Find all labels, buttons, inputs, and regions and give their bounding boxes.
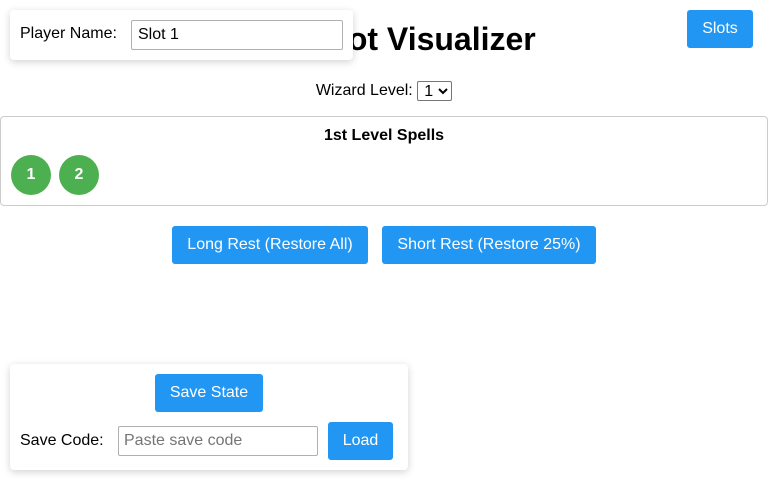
spell-level-section: 1st Level Spells 1 2: [0, 116, 768, 206]
wizard-level-label: Wizard Level:: [315, 82, 413, 99]
spell-slot[interactable]: 1: [11, 155, 51, 195]
player-name-input[interactable]: [131, 20, 343, 50]
slots-button[interactable]: Slots: [687, 10, 753, 48]
save-panel: Save State Save Code: Load: [10, 364, 408, 470]
spell-level-heading: 1st Level Spells: [323, 127, 445, 144]
save-code-input[interactable]: [118, 426, 318, 456]
spell-slot[interactable]: 2: [59, 155, 99, 195]
load-button[interactable]: Load: [328, 422, 393, 460]
player-name-panel: Player Name:: [10, 10, 353, 60]
save-state-button[interactable]: Save State: [155, 374, 263, 412]
player-name-label: Player Name:: [20, 25, 117, 42]
short-rest-button[interactable]: Short Rest (Restore 25%): [382, 226, 596, 264]
wizard-level-select[interactable]: 1: [417, 80, 453, 101]
long-rest-button[interactable]: Long Rest (Restore All): [172, 226, 368, 264]
save-code-label: Save Code:: [20, 432, 104, 449]
wizard-level-row: Wizard Level: 1: [0, 80, 768, 102]
